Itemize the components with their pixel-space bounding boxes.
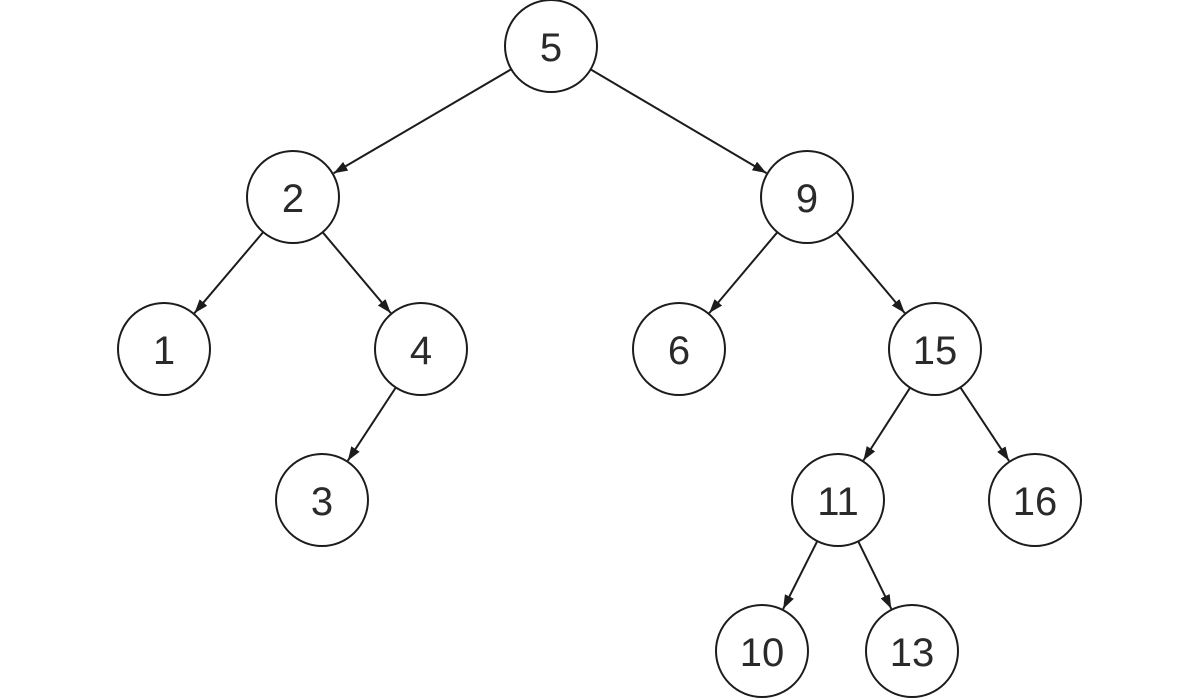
- node-label-2: 2: [282, 177, 304, 221]
- edge-11-to-10: [782, 540, 819, 610]
- node-label-4: 4: [410, 329, 432, 373]
- node-circle-13: [865, 604, 959, 698]
- node-label-13: 13: [890, 631, 935, 675]
- node-circle-1: [117, 302, 211, 396]
- edge-5-to-2: [333, 68, 512, 175]
- node-label-6: 6: [668, 329, 690, 373]
- tree-node-16: 16: [988, 453, 1082, 547]
- tree-node-3: 3: [275, 453, 369, 547]
- node-circle-2: [246, 150, 340, 244]
- node-label-5: 5: [540, 26, 562, 70]
- edge-4-to-3: [346, 386, 397, 462]
- node-label-3: 3: [311, 480, 333, 524]
- node-circle-4: [374, 302, 468, 396]
- tree-node-9: 9: [760, 150, 854, 244]
- node-label-16: 16: [1013, 480, 1058, 524]
- edge-15-to-16: [959, 386, 1010, 462]
- tree-node-2: 2: [246, 150, 340, 244]
- node-label-10: 10: [740, 631, 785, 675]
- tree-node-6: 6: [632, 302, 726, 396]
- node-circle-6: [632, 302, 726, 396]
- edge-9-to-15: [835, 231, 906, 314]
- node-circle-9: [760, 150, 854, 244]
- node-circle-3: [275, 453, 369, 547]
- edges-layer: [193, 68, 1010, 610]
- node-circle-10: [715, 604, 809, 698]
- tree-node-13: 13: [865, 604, 959, 698]
- node-circle-15: [888, 302, 982, 396]
- tree-node-11: 11: [791, 453, 885, 547]
- node-label-9: 9: [796, 177, 818, 221]
- edge-11-to-13: [857, 540, 893, 610]
- tree-node-4: 4: [374, 302, 468, 396]
- edge-15-to-11: [862, 387, 911, 462]
- tree-node-10: 10: [715, 604, 809, 698]
- edge-2-to-4: [321, 231, 392, 314]
- node-circle-16: [988, 453, 1082, 547]
- tree-node-5: 5: [504, 0, 598, 93]
- node-circle-11: [791, 453, 885, 547]
- node-label-11: 11: [817, 480, 859, 524]
- node-label-1: 1: [153, 329, 175, 373]
- edge-9-to-6: [708, 231, 779, 314]
- nodes-layer: 5 2 9 1 4 6 15 3 11 16 10 13: [117, 0, 1082, 698]
- node-label-15: 15: [913, 329, 958, 373]
- edge-2-to-1: [193, 231, 264, 314]
- node-circle-5: [504, 0, 598, 93]
- tree-node-1: 1: [117, 302, 211, 396]
- tree-node-15: 15: [888, 302, 982, 396]
- edge-5-to-9: [590, 68, 768, 174]
